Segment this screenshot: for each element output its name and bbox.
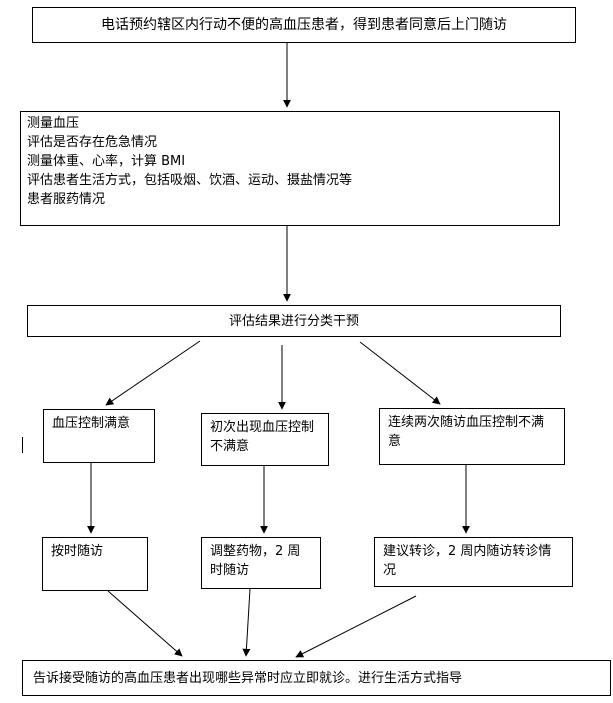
- node-bp-first-unsatisfied: 初次出现血压控制不满意: [201, 413, 329, 466]
- arrow-n3-n4a: [105, 340, 201, 406]
- assessment-line: 评估是否存在危急情况: [27, 135, 158, 150]
- node-bp-twice-unsatisfied: 连续两次随访血压控制不满意: [379, 408, 565, 465]
- node-instructions: 告诉接受随访的高血压患者出现哪些异常时应立即就诊。进行生活方式指导: [22, 660, 611, 696]
- text-cursor: [22, 437, 23, 453]
- node-follow-up-on-time-text: 按时随访: [51, 544, 104, 559]
- arrow-n3-n4c: [359, 341, 441, 405]
- node-bp-satisfied-text: 血压控制满意: [52, 416, 131, 431]
- node-adjust-medication-text: 调整药物，2 周时随访: [210, 544, 301, 578]
- arrow-n5c-n6: [295, 595, 417, 658]
- node-instructions-text: 告诉接受随访的高血压患者出现哪些异常时应立即就诊。进行生活方式指导: [33, 670, 463, 686]
- assessment-line: 患者服药情况: [27, 192, 106, 207]
- assessment-line: 评估患者生活方式，包括吸烟、饮酒、运动、摄盐情况等: [27, 173, 353, 188]
- node-bp-twice-unsatisfied-text: 连续两次随访血压控制不满意: [388, 415, 545, 449]
- node-adjust-medication: 调整药物，2 周时随访: [201, 537, 321, 589]
- node-phone-appointment-text: 电话预约辖区内行动不便的高血压患者，得到患者同意后上门随访: [101, 16, 507, 33]
- node-bp-first-unsatisfied-text: 初次出现血压控制不满意: [210, 420, 315, 454]
- arrow-n5a-n6: [107, 590, 183, 657]
- node-classify: 评估结果进行分类干预: [27, 305, 561, 337]
- node-referral: 建议转诊，2 周内随访转诊情况: [374, 537, 573, 587]
- node-follow-up-on-time: 按时随访: [42, 537, 148, 591]
- node-referral-text: 建议转诊，2 周内随访转诊情况: [383, 544, 552, 578]
- node-bp-satisfied: 血压控制满意: [43, 409, 155, 463]
- assessment-line: 测量体重、心率，计算 BMI: [27, 154, 186, 169]
- node-classify-text: 评估结果进行分类干预: [228, 313, 359, 329]
- assessment-line: 测量血压: [27, 116, 80, 131]
- node-assessment: 测量血压 评估是否存在危急情况 测量体重、心率，计算 BMI 评估患者生活方式，…: [20, 111, 560, 226]
- node-phone-appointment: 电话预约辖区内行动不便的高血压患者，得到患者同意后上门随访: [32, 7, 576, 43]
- arrow-n5b-n6: [242, 588, 251, 657]
